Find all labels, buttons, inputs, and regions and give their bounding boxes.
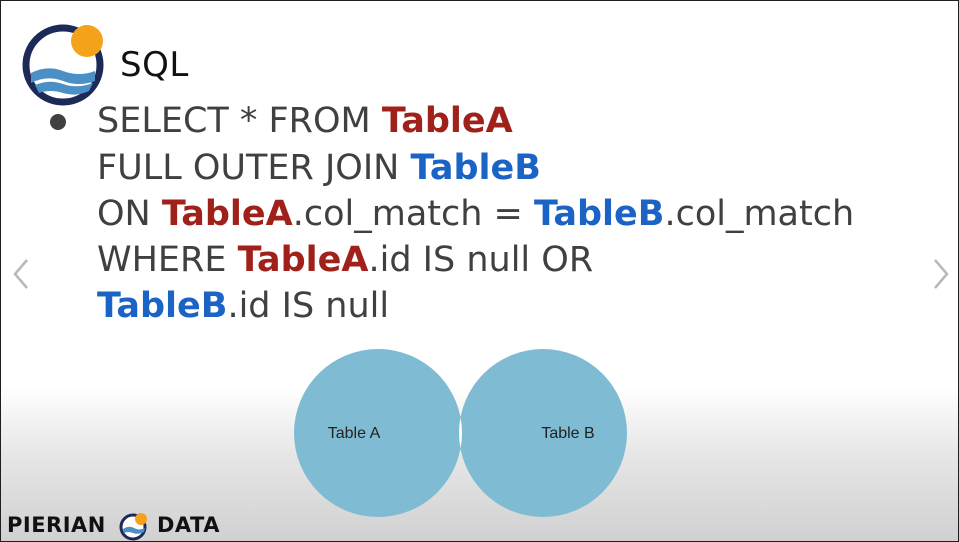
sql-keyword: FULL OUTER JOIN [97,148,411,188]
table-a-name: TableA [381,101,513,141]
sql-line: TableB.id IS null [97,286,389,326]
sql-keyword: ON [97,194,162,234]
table-a-name: TableA [161,194,293,234]
table-b-name: TableB [97,286,228,326]
venn-diagram: Table A Table B [294,349,627,517]
venn-label-table-a: Table A [328,425,381,442]
venn-label-table-b: Table B [541,425,594,442]
brand-logo-icon [119,513,147,541]
table-a-name: TableA [237,240,369,280]
sql-keyword: WHERE [97,240,238,280]
bullet-point [50,114,66,130]
venn-circle-table-b [459,349,627,517]
chevron-right-icon[interactable] [929,256,953,292]
table-b-name: TableB [534,194,665,234]
pierian-logo-icon [22,24,104,106]
sql-keyword: SELECT * FROM [97,101,382,141]
sql-keyword: .id IS null OR [368,240,594,280]
sql-keyword: .col_match = [292,194,534,234]
sql-keyword: .col_match [664,194,855,234]
brand-text-data: DATA [157,513,221,537]
chevron-left-icon[interactable] [9,256,33,292]
slide-title: SQL [120,45,189,85]
pierian-data-brand: PIERIAN DATA [7,511,247,541]
sql-line: SELECT * FROM TableA [97,101,513,141]
brand-text-pierian: PIERIAN [7,513,106,537]
sql-keyword: .id IS null [227,286,390,326]
sql-line: FULL OUTER JOIN TableB [97,148,541,188]
table-b-name: TableB [410,148,541,188]
venn-circle-table-a [294,349,462,517]
sql-line: WHERE TableA.id IS null OR [97,240,593,280]
sql-line: ON TableA.col_match = TableB.col_match [97,194,854,234]
